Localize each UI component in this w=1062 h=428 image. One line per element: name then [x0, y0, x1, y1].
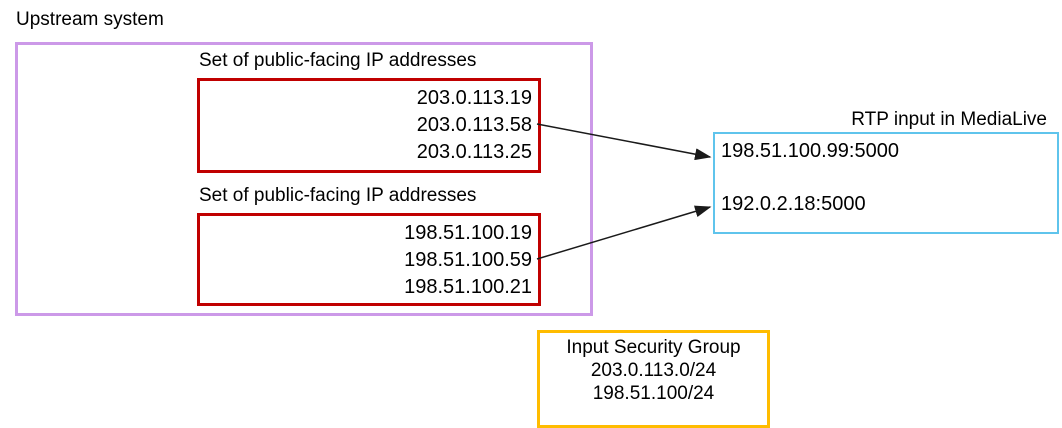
- upstream-system-label: Upstream system: [16, 9, 164, 30]
- ip-set-2-box: 198.51.100.19 198.51.100.59 198.51.100.2…: [197, 213, 541, 306]
- ip-set-1-box: 203.0.113.19 203.0.113.58 203.0.113.25: [197, 78, 541, 173]
- security-group-cidr: 203.0.113.0/24: [590, 360, 717, 381]
- ip-address: 203.0.113.19: [416, 87, 532, 109]
- ip-address: 203.0.113.25: [416, 141, 532, 163]
- rtp-endpoint: 192.0.2.18:5000: [721, 193, 866, 215]
- rtp-input-label: RTP input in MediaLive: [851, 109, 1047, 130]
- ip-address: 198.51.100.59: [404, 249, 532, 271]
- ip-set-1-label: Set of public-facing IP addresses: [199, 50, 477, 71]
- rtp-endpoint: 198.51.100.99:5000: [721, 140, 899, 162]
- ip-set-2-label: Set of public-facing IP addresses: [199, 185, 477, 206]
- upstream-system-box: [15, 42, 593, 316]
- input-security-group-box: Input Security Group 203.0.113.0/24 198.…: [537, 330, 770, 428]
- security-group-cidr: 198.51.100/24: [592, 383, 715, 404]
- input-security-group-title: Input Security Group: [566, 337, 741, 358]
- ip-address: 203.0.113.58: [416, 114, 532, 136]
- ip-address: 198.51.100.19: [404, 222, 532, 244]
- ip-address: 198.51.100.21: [404, 276, 532, 298]
- rtp-input-box: 198.51.100.99:5000 192.0.2.18:5000: [713, 132, 1059, 234]
